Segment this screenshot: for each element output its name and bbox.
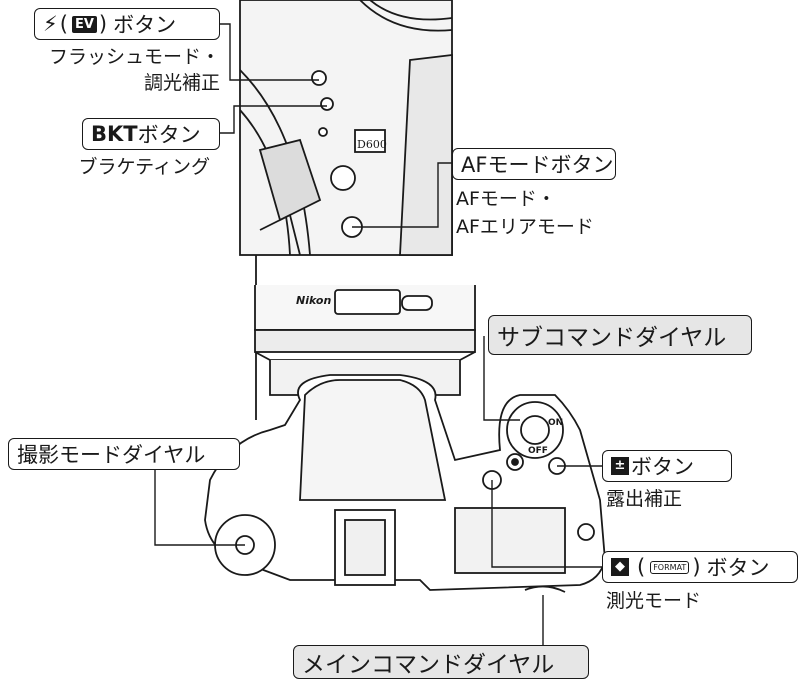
lens-ring	[254, 329, 476, 353]
dial-off-mark: OFF	[528, 446, 548, 456]
flash-button-label: ⚡ ( EV ) ボタン	[34, 8, 220, 40]
exposure-comp-label-text: ボタン	[631, 455, 694, 479]
main-command-dial-label: メインコマンドダイヤル	[293, 645, 589, 679]
flash-comp-icon: EV	[71, 15, 97, 33]
flash-button-shape	[311, 70, 327, 86]
metering-icon: ◆	[611, 558, 629, 576]
model-mark: D600	[357, 138, 387, 151]
af-mode-desc-line1: AFモード・	[456, 188, 556, 210]
flash-desc-line1: フラッシュモード・	[48, 46, 220, 68]
bkt-button-label: BKT ボタン	[82, 118, 220, 150]
metering-label-text: ボタン	[706, 556, 770, 580]
af-mode-button-label: AFモードボタン	[452, 148, 616, 180]
exposure-comp-icon: ±	[611, 457, 629, 475]
bkt-button-shape	[320, 97, 334, 111]
bkt-label-bold: BKT	[91, 122, 138, 146]
dial-on-mark: ON	[548, 418, 564, 428]
format-icon: FORMAT	[650, 560, 690, 574]
sub-command-dial-label: サブコマンドダイヤル	[488, 315, 752, 355]
mode-dial-label-text: 撮影モードダイヤル	[17, 443, 206, 467]
exposure-comp-desc: 露出補正	[606, 488, 683, 510]
main-dial-shape	[524, 585, 566, 593]
af-mode-label-text: AFモードボタン	[461, 153, 614, 177]
mode-dial-label: 撮影モードダイヤル	[8, 438, 240, 470]
exposure-comp-button-label: ± ボタン	[602, 450, 732, 482]
metering-desc: 測光モード	[606, 590, 702, 612]
bkt-label-text: ボタン	[137, 123, 201, 147]
brand-mark: Nikon	[296, 294, 332, 307]
control-panel	[454, 507, 566, 574]
sub-dial-label-text: サブコマンドダイヤル	[497, 325, 727, 351]
flash-desc-line2: 調光補正	[143, 72, 220, 94]
flash-icon: ⚡	[43, 12, 58, 36]
bkt-desc: ブラケティング	[78, 156, 210, 178]
metering-button-label: ◆ ( FORMAT ) ボタン	[602, 551, 798, 583]
af-mode-desc-line2: AFエリアモード	[456, 216, 594, 238]
main-dial-label-text: メインコマンドダイヤル	[302, 652, 555, 678]
flash-button-label-text: ボタン	[113, 13, 177, 37]
